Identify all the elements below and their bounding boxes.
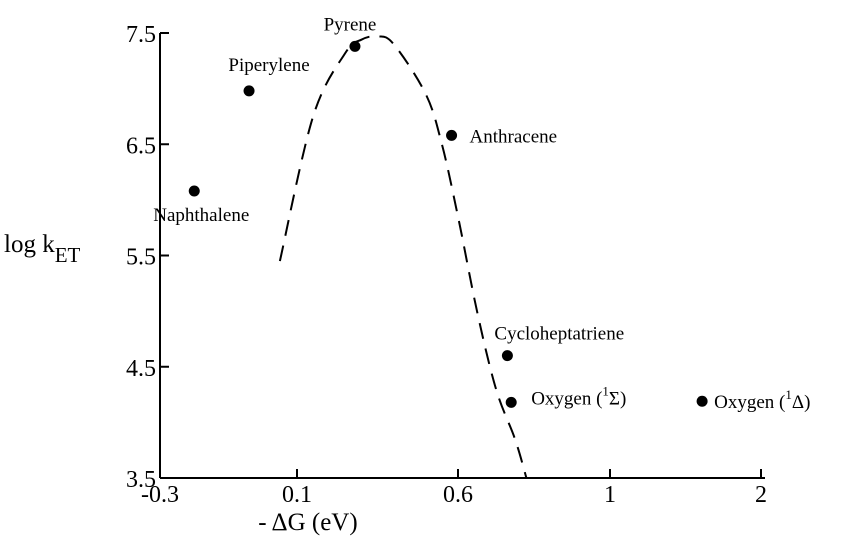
y-tick-label: 5.5 [126, 245, 156, 271]
data-point [501, 350, 513, 362]
point-label-close: ) [804, 392, 810, 413]
point-label-symbol: Δ [792, 392, 804, 413]
y-tick-label: 7.5 [126, 22, 156, 48]
point-label-superscript: 1 [602, 383, 609, 398]
data-point [446, 129, 458, 141]
x-axis-title-rest: G (eV) [288, 509, 358, 536]
ticks: 3.5 4.5 5.5 6.5 7.5 -0.3 0.1 0.6 1 2 [126, 22, 767, 508]
fit-curve [278, 35, 528, 479]
data-point-label: Naphthalene [153, 205, 249, 226]
data-point [243, 85, 255, 97]
point-label-superscript: 1 [785, 387, 792, 402]
x-tick-label: 0.6 [443, 482, 473, 508]
data-points: Naphthalene Piperylene PyreneAnthraceneCyc… [153, 14, 810, 413]
y-axis-title-subscript: ET [55, 243, 81, 267]
x-axis-title-prefix: - [258, 509, 271, 536]
point-label-name: Oxygen ( [531, 388, 602, 409]
data-point-label: Piperylene [228, 55, 309, 76]
x-tick-label: 2 [755, 482, 767, 508]
x-tick-label: 0.1 [282, 482, 312, 508]
point-label-name: Oxygen ( [714, 392, 785, 413]
point-label-symbol: Σ [609, 388, 620, 409]
data-point-label: Anthracene [470, 126, 558, 147]
point-label-close: ) [620, 388, 626, 409]
data-point-label: Oxygen (1Σ) [531, 383, 626, 409]
data-point [349, 40, 361, 52]
x-tick-label: 1 [604, 482, 616, 508]
y-tick-label: 6.5 [126, 133, 156, 159]
data-point-label: Oxygen (1Δ) [714, 387, 810, 413]
data-point [188, 185, 200, 197]
y-axis-title: log kET [4, 231, 81, 267]
x-tick-label: -0.3 [141, 482, 179, 508]
y-axis-title-main: log k [4, 231, 55, 258]
data-point-label: Cycloheptatriene [494, 324, 624, 345]
y-tick-label: 3.5 [126, 467, 156, 493]
data-point [696, 395, 708, 407]
data-point [505, 396, 517, 408]
y-tick-label: 4.5 [126, 356, 156, 382]
x-axis-title: - ΔG (eV) [258, 509, 357, 536]
x-axis-title-delta: Δ [272, 509, 288, 536]
axes [159, 33, 765, 479]
data-point-label: Pyrene [324, 14, 377, 35]
